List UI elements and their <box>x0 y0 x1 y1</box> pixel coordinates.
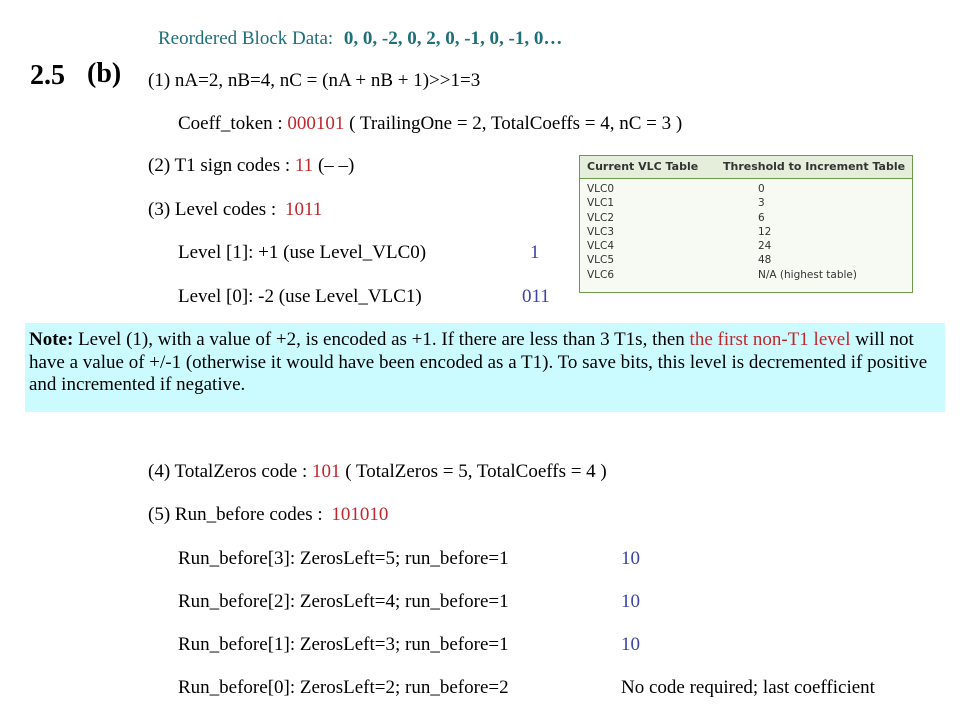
vlc-header-col2: Threshold to Increment Table <box>723 160 906 173</box>
t1-sign-code: 11 <box>294 155 314 176</box>
vlc-table-threshold: 48 <box>758 254 772 267</box>
section-number: 2.5 <box>30 60 65 91</box>
vlc-table-row: VLC2 6 <box>580 211 912 225</box>
level-0-code: 011 <box>522 286 550 307</box>
run-before-3: Run_before[3]: ZerosLeft=5; run_before=1 <box>178 548 509 569</box>
run-before-1-code: 10 <box>621 634 640 655</box>
vlc-table-name: VLC1 <box>587 197 615 210</box>
vlc-table-name: VLC6 <box>587 268 615 281</box>
run-before-2-code: 10 <box>621 591 640 612</box>
vlc-header-col1: Current VLC Table <box>587 160 699 173</box>
vlc-table-header: Current VLC Table Threshold to Increment… <box>580 156 912 179</box>
step-4: (4) TotalZeros code : 101 ( TotalZeros =… <box>148 461 607 483</box>
level-codes-code: 1011 <box>284 199 323 220</box>
run-before-0: Run_before[0]: ZerosLeft=2; run_before=2 <box>178 677 509 698</box>
coeff-token-suffix: ( TrailingOne = 2, TotalCoeffs = 4, nC =… <box>349 113 683 134</box>
vlc-table-threshold: 12 <box>758 225 772 238</box>
level-0-line: Level [0]: -2 (use Level_VLC1) <box>178 286 422 307</box>
step-1: (1) nA=2, nB=4, nC = (nA + nB + 1)>>1=3 <box>148 70 481 91</box>
vlc-table-threshold: N/A (highest table) <box>758 268 857 281</box>
step-3: (3) Level codes : 1011 <box>148 199 322 221</box>
vlc-table-row: VLC1 3 <box>580 196 912 210</box>
reordered-values: 0, 0, -2, 0, 2, 0, -1, 0, -1, 0… <box>343 28 563 49</box>
level-codes-prefix: (3) Level codes : <box>148 199 277 220</box>
level-1-code: 1 <box>530 242 540 263</box>
note-text-b: will not have a value of +/-1 (otherwise… <box>29 329 928 395</box>
vlc-table-row: VLC6 N/A (highest table) <box>580 268 912 282</box>
vlc-table-name: VLC2 <box>587 211 615 224</box>
step-2: (2) T1 sign codes : 11 (– –) <box>148 155 354 177</box>
vlc-table-row: VLC5 48 <box>580 253 912 267</box>
section-part: (b) <box>87 58 122 89</box>
run-before-1: Run_before[1]: ZerosLeft=3; run_before=1 <box>178 634 509 655</box>
total-zeros-code: 101 <box>312 461 341 482</box>
vlc-table-threshold: 0 <box>758 183 765 195</box>
coeff-token-line: Coeff_token : 000101 ( TrailingOne = 2, … <box>178 113 682 135</box>
vlc-table-row: VLC3 12 <box>580 225 912 239</box>
note-box: Note: Level (1), with a value of +2, is … <box>25 323 945 412</box>
vlc-table-row: VLC4 24 <box>580 239 912 253</box>
note-text-a: Level (1), with a value of +2, is encode… <box>73 329 690 350</box>
reordered-label: Reordered Block Data: <box>158 28 334 49</box>
reordered-block-line: Reordered Block Data: 0, 0, -2, 0, 2, 0,… <box>158 28 562 50</box>
total-zeros-suffix: ( TotalZeros = 5, TotalCoeffs = 4 ) <box>345 461 607 482</box>
vlc-table-threshold: 3 <box>758 197 765 210</box>
t1-sign-prefix: (2) T1 sign codes : <box>148 155 291 176</box>
run-before-2: Run_before[2]: ZerosLeft=4; run_before=1 <box>178 591 509 612</box>
run-before-code: 101010 <box>331 504 389 525</box>
vlc-table-name: VLC0 <box>587 183 615 195</box>
vlc-table-row: VLC0 0 <box>580 182 912 196</box>
step-5: (5) Run_before codes : 101010 <box>148 504 388 526</box>
t1-sign-suffix: (– –) <box>317 155 355 176</box>
vlc-table-name: VLC5 <box>587 254 615 267</box>
vlc-table-name: VLC3 <box>587 225 615 238</box>
vlc-table-threshold: 6 <box>758 211 765 224</box>
note-text: Note: Level (1), with a value of +2, is … <box>29 329 941 397</box>
run-before-0-note: No code required; last coefficient <box>621 677 875 698</box>
note-label: Note: <box>29 329 74 350</box>
level-1-line: Level [1]: +1 (use Level_VLC0) <box>178 242 427 263</box>
vlc-table-name: VLC4 <box>587 240 615 253</box>
coeff-token-prefix: Coeff_token : <box>178 113 283 134</box>
vlc-table: Current VLC Table Threshold to Increment… <box>579 155 913 293</box>
run-before-3-code: 10 <box>621 548 640 569</box>
coeff-token-code: 000101 <box>287 113 345 134</box>
vlc-table-threshold: 24 <box>758 240 772 253</box>
note-highlight: the first non-T1 level <box>689 329 851 350</box>
run-before-prefix: (5) Run_before codes : <box>148 504 323 525</box>
total-zeros-prefix: (4) TotalZeros code : <box>148 461 308 482</box>
